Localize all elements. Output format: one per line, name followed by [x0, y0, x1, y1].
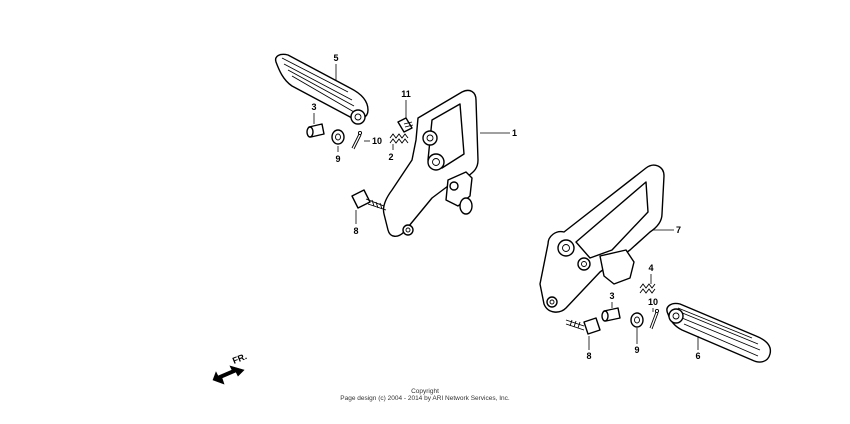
spring-upper — [389, 133, 409, 144]
page-design-credit: Page design (c) 2004 - 2014 by ARI Netwo… — [340, 395, 510, 402]
front-direction-indicator: FR. — [212, 351, 248, 385]
bolt-long-lower — [565, 317, 601, 335]
callout-labels: 5 3 9 10 11 2 1 8 7 4 3 10 9 8 6 — [311, 53, 700, 361]
copyright-line: Copyright — [411, 388, 439, 395]
pin-upper — [306, 123, 325, 138]
callout-8-lower: 8 — [586, 351, 591, 361]
callout-10-lower: 10 — [648, 297, 658, 307]
callout-11: 11 — [401, 89, 411, 99]
callout-3-lower: 3 — [609, 291, 614, 301]
footpeg-bracket-upper — [382, 89, 479, 237]
callout-2: 2 — [388, 152, 393, 162]
callout-6: 6 — [695, 351, 700, 361]
callout-4: 4 — [648, 263, 653, 273]
washer-lower — [630, 312, 644, 328]
leader-lines — [313, 64, 699, 350]
bolt-small — [397, 117, 414, 133]
callout-5: 5 — [333, 53, 338, 63]
front-label: FR. — [231, 351, 248, 366]
callout-9-lower: 9 — [634, 345, 639, 355]
footpeg-bracket-lower — [539, 164, 665, 313]
spring-lower — [639, 283, 656, 294]
callout-3-upper: 3 — [311, 102, 316, 112]
washer-upper — [331, 129, 345, 145]
front-arrow-icon — [212, 365, 245, 385]
cotter-pin-lower — [649, 308, 660, 330]
callout-8-upper: 8 — [353, 226, 358, 236]
pin-lower — [601, 307, 621, 322]
callout-9-upper: 9 — [335, 154, 340, 164]
bolt-long-upper — [351, 189, 387, 211]
callout-1: 1 — [512, 128, 517, 138]
cotter-pin-upper — [351, 130, 363, 150]
callout-7: 7 — [676, 225, 681, 235]
callout-10-upper: 10 — [372, 136, 382, 146]
footpeg-upper — [274, 53, 369, 125]
footpeg-lower — [666, 302, 772, 363]
